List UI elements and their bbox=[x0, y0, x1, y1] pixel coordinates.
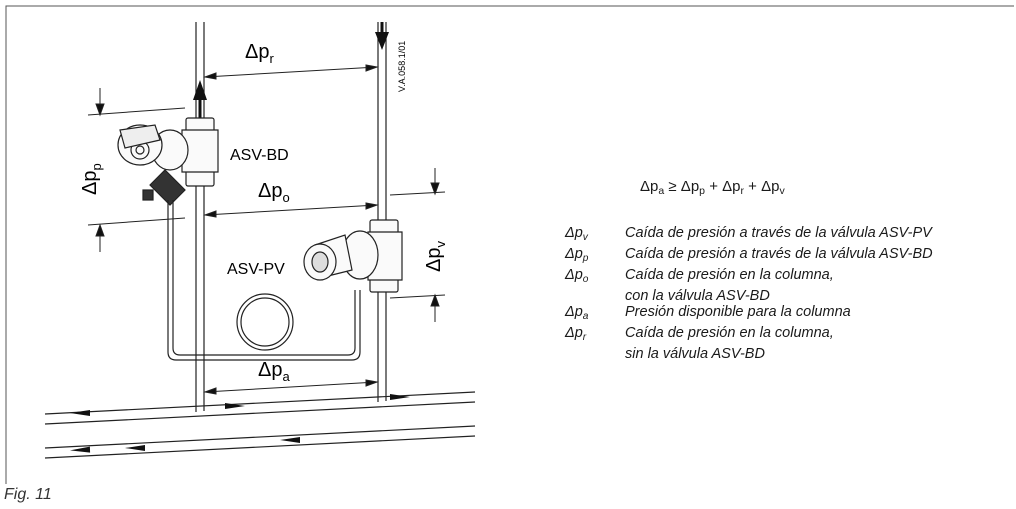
asv-bd-valve bbox=[117, 117, 219, 206]
riser-left bbox=[195, 22, 205, 412]
flow-arrows bbox=[70, 394, 410, 453]
riser-up-arrow bbox=[193, 80, 207, 100]
label-dp-a: Δpa bbox=[258, 359, 290, 384]
dim-dp-r bbox=[203, 64, 379, 80]
legend-row: Δpv Caída de presión a través de la válv… bbox=[565, 225, 932, 243]
riser-down-arrow bbox=[375, 32, 389, 50]
formula: Δpa ≥ Δpp + Δpr + Δpv bbox=[640, 178, 785, 197]
label-dp-o: Δpo bbox=[258, 180, 290, 205]
label-dp-r: Δpr bbox=[245, 41, 274, 66]
tube-coil bbox=[236, 293, 294, 351]
dim-dp-a bbox=[203, 379, 379, 395]
dim-dp-v bbox=[389, 168, 446, 322]
supply-pipe bbox=[44, 391, 476, 459]
legend-row-continuation: con la válvula ASV-BD bbox=[625, 288, 770, 304]
label-dp-p: Δpp bbox=[79, 163, 104, 195]
reference-code: V.A.058.1/01 bbox=[397, 41, 407, 92]
legend-row-continuation: sin la válvula ASV-BD bbox=[625, 346, 765, 362]
asv-pv-valve bbox=[303, 219, 403, 293]
legend-row: Δpo Caída de presión en la columna, bbox=[565, 267, 834, 285]
legend: Δpv Caída de presión a través de la válv… bbox=[565, 225, 933, 362]
dim-dp-o bbox=[203, 202, 379, 218]
dim-dp-p bbox=[87, 88, 186, 252]
figure-caption: Fig. 11 bbox=[4, 486, 52, 503]
legend-row: Δpr Caída de presión en la columna, bbox=[565, 325, 834, 343]
legend-row: Δpp Caída de presión a través de la válv… bbox=[565, 246, 933, 264]
impulse-tube bbox=[167, 200, 361, 361]
riser-right bbox=[377, 22, 387, 402]
label-asv-bd: ASV-BD bbox=[230, 147, 289, 164]
label-asv-pv: ASV-PV bbox=[227, 261, 285, 278]
frame-border bbox=[5, 5, 1014, 484]
legend-row: Δpa Presión disponible para la columna bbox=[565, 304, 851, 322]
label-dp-v: Δpv bbox=[423, 241, 448, 272]
